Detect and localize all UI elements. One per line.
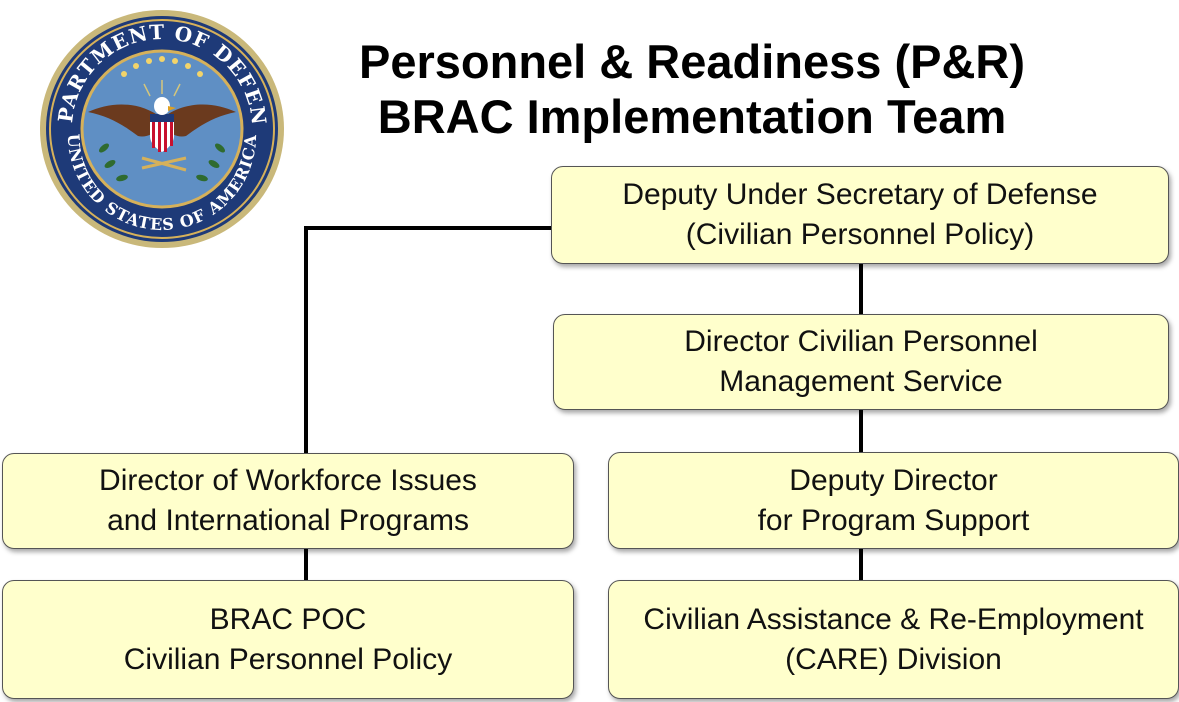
node-deputy-director-line-2: for Program Support [757, 503, 1030, 537]
node-brac-poc: BRAC POC Civilian Personnel Policy [2, 580, 574, 699]
title-line-2: BRAC Implementation Team [377, 90, 1007, 143]
title-line-1: Personnel & Readiness (P&R) [358, 35, 1025, 88]
node-care-line-2: (CARE) Division [785, 642, 1002, 676]
page-title: Personnel & Readiness (P&R) BRAC Impleme… [292, 34, 1092, 144]
connector-dusd-to-workforce [304, 226, 551, 453]
node-dusd-line-1: Deputy Under Secretary of Defense [622, 178, 1098, 211]
node-cpms-line-2: Management Service [719, 365, 1003, 398]
node-care-line-1: Civilian Assistance & Re-Employment [643, 602, 1144, 636]
node-director-workforce-issues: Director of Workforce Issues and Interna… [2, 453, 574, 549]
node-deputy-director-line-1: Deputy Director [789, 463, 998, 497]
node-cpms-line-1: Director Civilian Personnel [684, 325, 1038, 358]
node-brac-poc-line-2: Civilian Personnel Policy [123, 642, 453, 676]
node-director-cpms: Director Civilian Personnel Management S… [553, 314, 1169, 410]
node-deputy-under-secretary: Deputy Under Secretary of Defense (Civil… [551, 166, 1169, 264]
dod-seal-logo: DEPARTMENT OF DEFENSE UNITED STATES OF A… [38, 8, 286, 250]
node-deputy-director: Deputy Director for Program Support [608, 452, 1179, 549]
node-workforce-line-2: and International Programs [107, 504, 469, 537]
node-dusd-line-2: (Civilian Personnel Policy) [685, 218, 1035, 251]
node-workforce-line-1: Director of Workforce Issues [99, 464, 477, 497]
node-brac-poc-line-1: BRAC POC [209, 602, 367, 636]
node-care-division: Civilian Assistance & Re-Employment (CAR… [608, 580, 1179, 699]
